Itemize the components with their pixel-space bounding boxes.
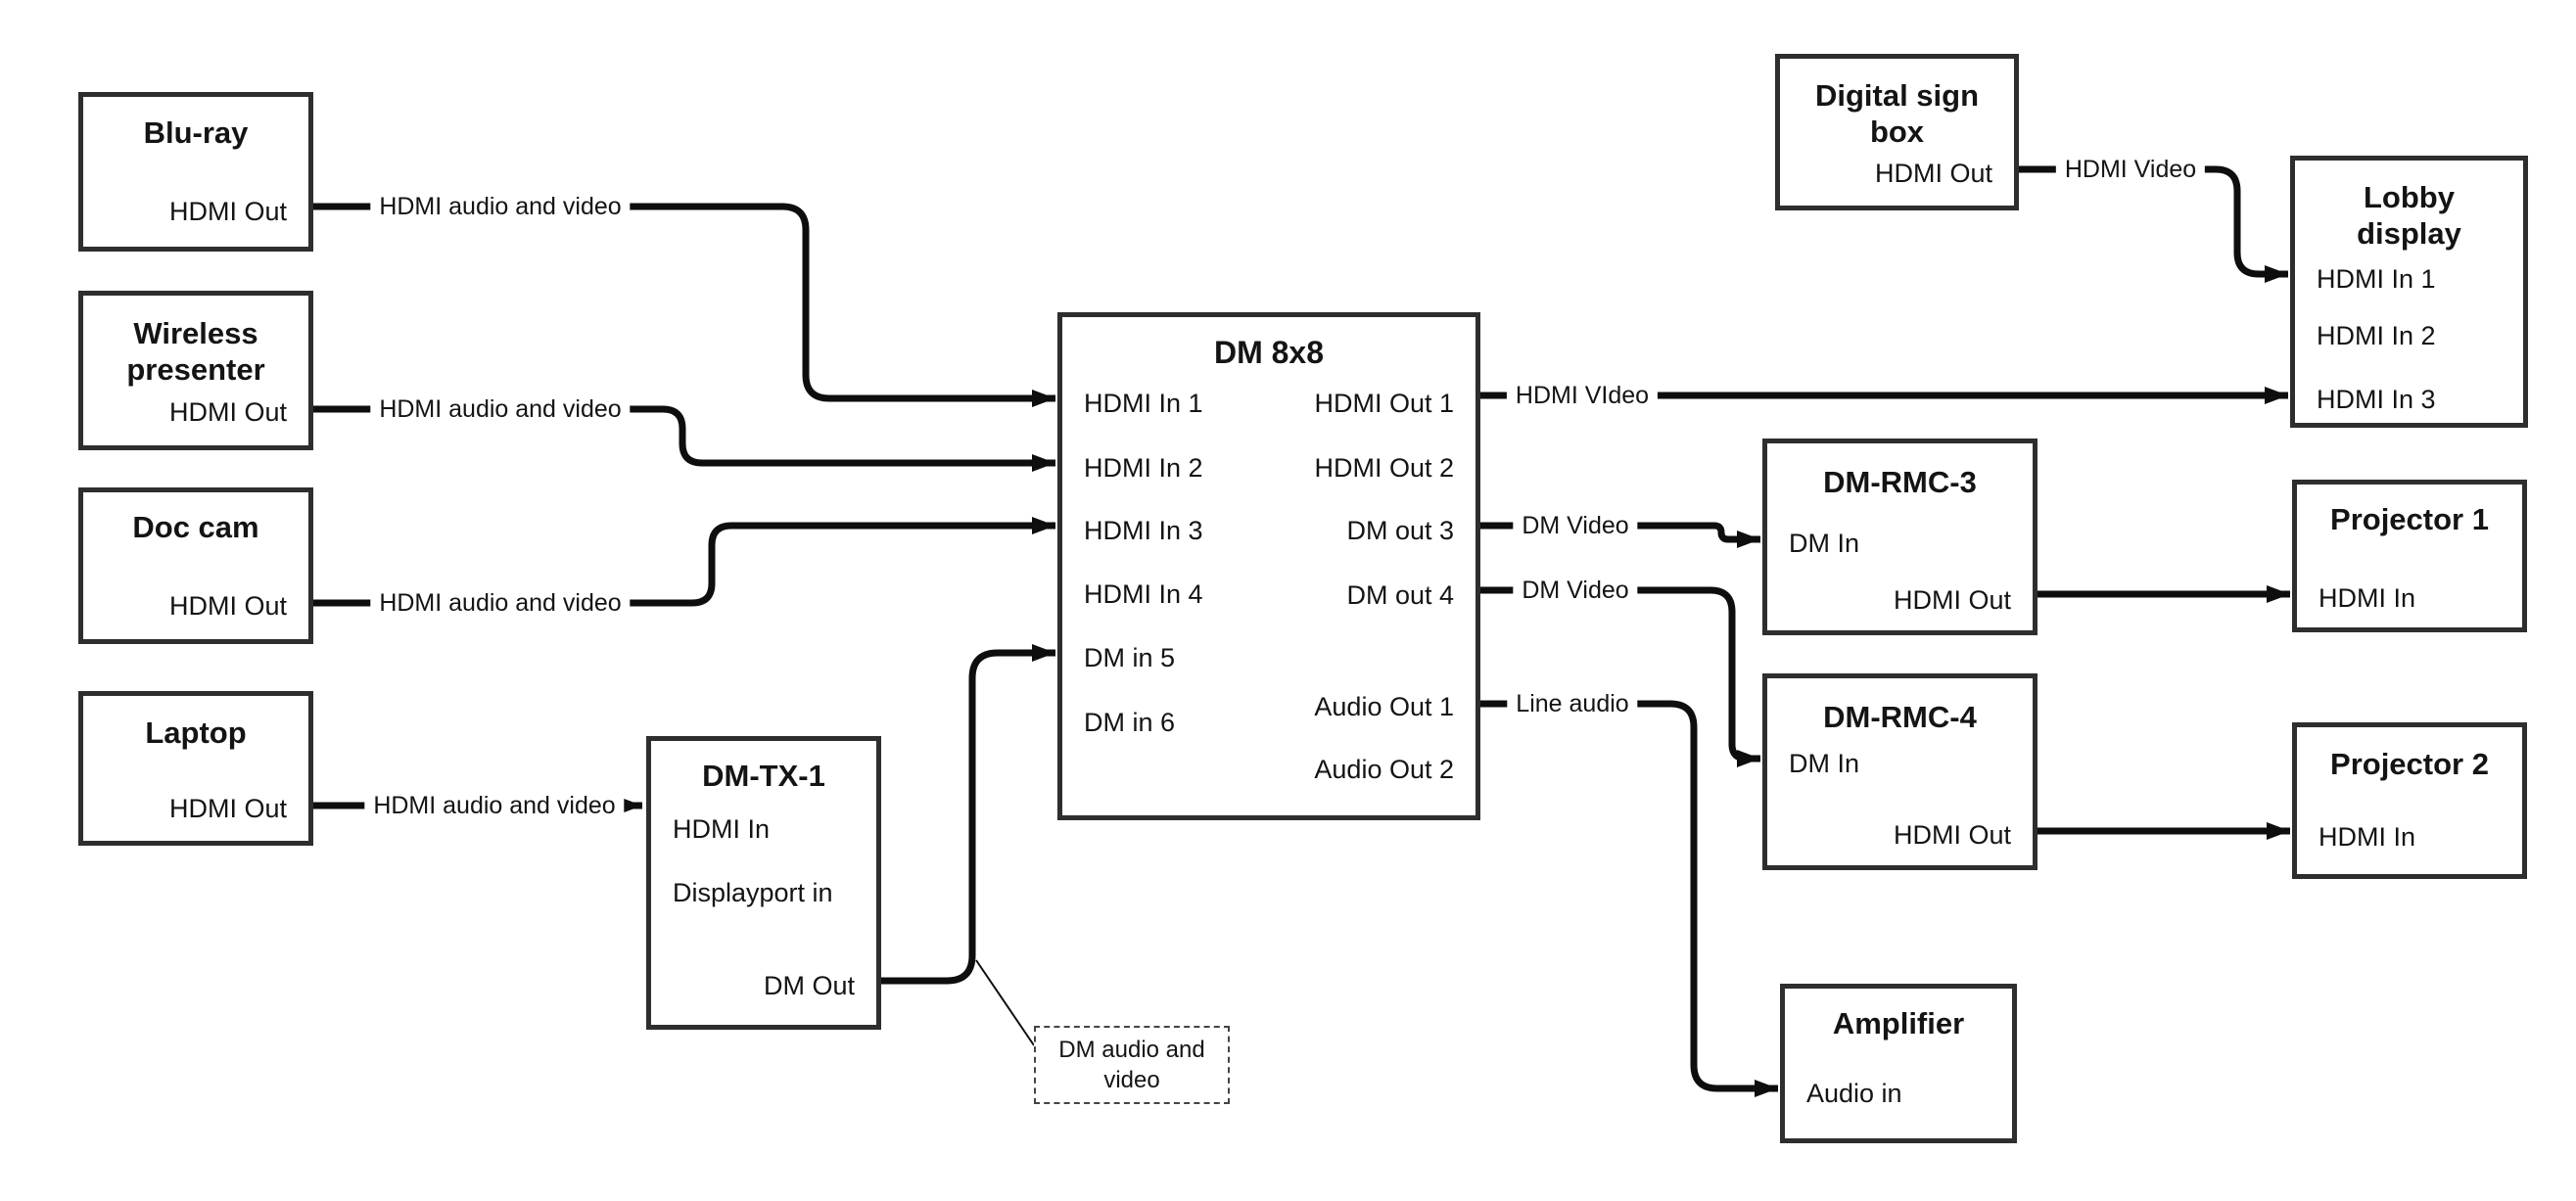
node-title: Laptop (83, 715, 308, 751)
node-title: DM 8x8 (1062, 335, 1475, 371)
node-dm-rmc-4: DM-RMC-4 DM In HDMI Out (1762, 673, 2037, 870)
edge-label-wireless-to-dm8x8-in2: HDMI audio and video (370, 394, 631, 424)
port-audio-in: Audio in (1806, 1079, 1902, 1108)
node-title-line: presenter (126, 352, 265, 387)
port-hdmi-in-3: HDMI In 3 (2317, 385, 2436, 414)
port-hdmi-out: HDMI Out (1874, 159, 1992, 188)
port-audio-out-2: Audio Out 2 (1314, 755, 1454, 784)
edge-dm8x8-out3-to-rmc3 (1478, 522, 1760, 548)
node-title-line: Digital sign (1814, 78, 1980, 113)
port-hdmi-in-2: HDMI In 2 (1084, 453, 1203, 483)
edge-wireless-to-dm8x8-in2 (311, 405, 1055, 472)
node-title-line: Wireless (133, 316, 258, 350)
note-line: video (1103, 1067, 1160, 1093)
port-hdmi-out-2: HDMI Out 2 (1314, 453, 1454, 483)
node-projector-1: Projector 1 HDMI In (2292, 480, 2527, 632)
port-dm-out-3: DM out 3 (1346, 516, 1454, 545)
edge-dm8x8-audioout1-to-amp (1478, 700, 1778, 1097)
port-hdmi-out: HDMI Out (1893, 585, 2011, 615)
node-title: Projector 2 (2297, 746, 2522, 782)
node-title: DM-RMC-3 (1767, 464, 2033, 500)
node-title: Doc cam (83, 509, 308, 545)
edge-dm8x8-out4-to-rmc4 (1478, 586, 1760, 767)
edge-label-doccam-to-dm8x8-in3: HDMI audio and video (370, 588, 631, 618)
port-dm-out: DM Out (763, 971, 855, 1000)
node-title-line: Lobby (2364, 180, 2455, 214)
node-title-line: DM 8x8 (1213, 335, 1325, 370)
port-hdmi-in-4: HDMI In 4 (1084, 579, 1203, 609)
port-dm-in: DM In (1789, 529, 1860, 558)
edge-label-dm8x8-out1-to-lobby-in3: HDMI VIdeo (1506, 381, 1659, 410)
node-title: Blu-ray (83, 115, 308, 151)
node-title: DM-TX-1 (651, 758, 876, 794)
node-title: Projector 1 (2297, 501, 2522, 537)
port-hdmi-out: HDMI Out (168, 397, 287, 427)
node-title-line: display (2357, 216, 2461, 251)
port-hdmi-in-1: HDMI In 1 (2317, 264, 2436, 294)
node-title-line: Laptop (145, 716, 247, 750)
edge-label-laptop-to-dmtx1: HDMI audio and video (364, 791, 625, 820)
port-dm-in-5: DM in 5 (1084, 643, 1176, 672)
port-hdmi-out: HDMI Out (1893, 820, 2011, 850)
edge-digitalsign-to-lobby-in1 (2019, 165, 2288, 283)
port-hdmi-out: HDMI Out (168, 794, 287, 823)
port-dm-in-6: DM in 6 (1084, 708, 1176, 737)
port-audio-out-1: Audio Out 1 (1314, 692, 1454, 721)
port-displayport-in: Displayport in (673, 878, 833, 907)
node-dm-audio-video-note: DM audio and video (1034, 1026, 1230, 1104)
port-hdmi-in: HDMI In (673, 814, 771, 844)
port-dm-out-4: DM out 4 (1346, 580, 1454, 610)
note-line: DM audio and (1058, 1037, 1205, 1063)
port-hdmi-in-3: HDMI In 3 (1084, 516, 1203, 545)
port-hdmi-in: HDMI In (2318, 822, 2416, 852)
port-hdmi-in: HDMI In (2318, 583, 2416, 613)
edge-label-dm8x8-audioout1-to-amp: Line audio (1507, 689, 1638, 718)
node-projector-2: Projector 2 HDMI In (2292, 722, 2527, 879)
port-hdmi-out: HDMI Out (168, 591, 287, 621)
node-title-line: Doc cam (132, 510, 259, 544)
port-hdmi-in-2: HDMI In 2 (2317, 321, 2436, 350)
node-title-line: Projector 1 (2330, 502, 2489, 536)
edge-label-bluray-to-dm8x8-in1: HDMI audio and video (370, 192, 631, 221)
port-hdmi-in-1: HDMI In 1 (1084, 389, 1203, 418)
edge-dmtx1-to-dm8x8-dmin5 (881, 644, 1055, 985)
node-title-line: Projector 2 (2330, 747, 2489, 781)
edge-label-dm8x8-out3-to-rmc3: DM Video (1513, 511, 1638, 540)
node-title-line: Blu-ray (143, 115, 249, 150)
node-dm-rmc-3: DM-RMC-3 DM In HDMI Out (1762, 439, 2037, 635)
node-title-line: DM-TX-1 (702, 759, 825, 793)
node-title-line: Amplifier (1832, 1006, 1965, 1040)
edge-doccam-to-dm8x8-in3 (311, 517, 1055, 607)
node-title: Amplifier (1785, 1005, 2012, 1041)
port-dm-in: DM In (1789, 749, 1860, 778)
edge-label-digitalsign-to-lobby-in1: HDMI Video (2055, 155, 2206, 184)
edge-note-leader-line (975, 959, 1035, 1046)
node-title-line: box (1869, 115, 1925, 149)
edge-bluray-to-dm8x8-in1 (311, 203, 1055, 407)
node-title-line: DM-RMC-3 (1823, 465, 1977, 499)
node-title: DM-RMC-4 (1767, 699, 2033, 735)
node-title-line: DM-RMC-4 (1823, 700, 1977, 734)
edge-label-dm8x8-out4-to-rmc4: DM Video (1513, 576, 1638, 605)
port-hdmi-out-1: HDMI Out 1 (1314, 389, 1454, 418)
port-hdmi-out: HDMI Out (168, 197, 287, 226)
